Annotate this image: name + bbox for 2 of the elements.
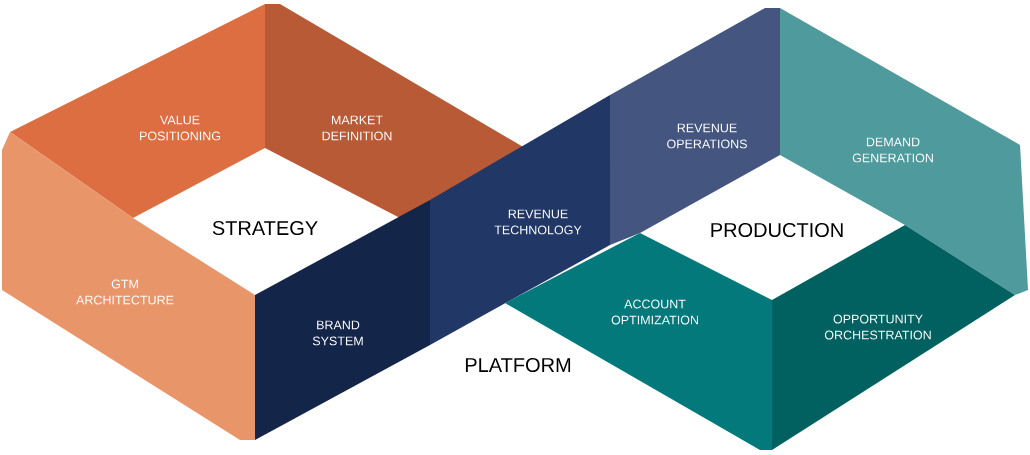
loop-segment: REVENUE TECHNOLOGY <box>430 95 610 345</box>
loop-segment: VALUE POSITIONING <box>10 4 265 218</box>
